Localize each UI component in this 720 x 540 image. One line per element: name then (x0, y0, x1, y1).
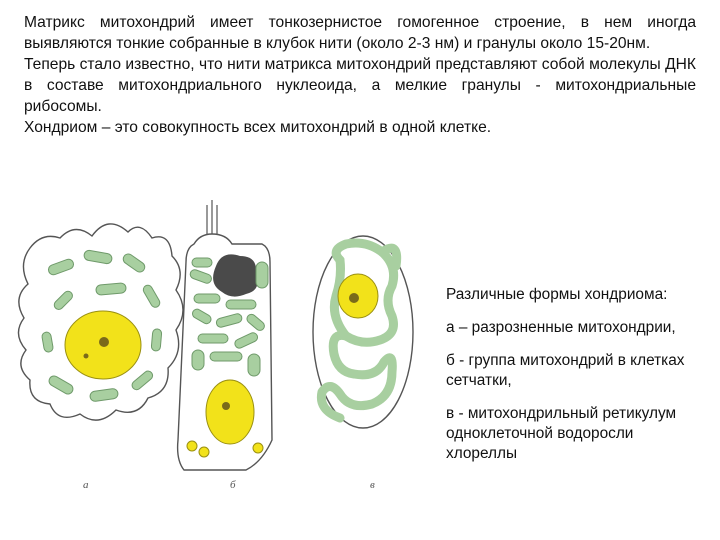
mitochondrion (246, 313, 265, 331)
mitochondrion (131, 370, 154, 391)
intro-paragraph-1: Матрикс митохондрий имеет тонкозернистое… (24, 14, 696, 52)
intro-text: Матрикс митохондрий имеет тонкозернистое… (24, 12, 696, 138)
mitochondrion (191, 308, 212, 325)
mitochondrion (247, 353, 261, 377)
mitochondrion (48, 375, 74, 395)
mitochondrion (41, 331, 54, 353)
mitochondrion (215, 313, 243, 328)
mitochondrion (142, 284, 161, 308)
mitochondrion (189, 269, 212, 284)
caption-title: Различные формы хондриома: (446, 286, 668, 303)
mitochondrion (209, 351, 243, 362)
cell-c-nucleolus (349, 293, 359, 303)
mitochondrion (53, 290, 73, 310)
figure-label-a: а (83, 479, 89, 491)
figure-label-c: в (370, 479, 375, 491)
cell-c (312, 235, 414, 429)
cell-c-reticulum (316, 238, 399, 423)
cell-a-nucleolus-small (83, 353, 89, 359)
figure-label-b: б (230, 479, 236, 491)
cell-c-reticulum-branch (329, 243, 402, 341)
mitochondrion (225, 299, 257, 310)
cell-a-mitochondria (41, 249, 163, 402)
mitochondrion (255, 261, 269, 289)
intro-paragraph-2: Теперь стало известно, что нити матрикса… (24, 56, 696, 115)
mitochondrion (193, 293, 221, 304)
figure-caption: Различные формы хондриома: а – разрознен… (446, 285, 708, 477)
caption-item-b: б - группа митохондрий в клетках сетчатк… (446, 352, 685, 389)
intro-paragraph-3: Хондриом – это совокупность всех митохон… (24, 119, 492, 136)
cell-b-mitochondria (189, 257, 269, 377)
mitochondrion (47, 258, 75, 276)
mitochondrion (234, 332, 259, 349)
mitochondrion (95, 282, 127, 296)
mitochondrion (83, 249, 113, 265)
caption-item-c: в - митохондрильный ретикулум одноклеточ… (446, 405, 677, 462)
cell-b-nucleus (205, 379, 255, 445)
mitochondrion (197, 333, 229, 344)
cell-b-pigment (213, 254, 258, 297)
cell-a-nucleolus (99, 337, 109, 347)
mitochondrion (191, 349, 205, 371)
cell-b-nucleolus (222, 402, 230, 410)
mitochondrion (150, 328, 163, 352)
cell-b-granules (186, 440, 264, 458)
cell-b (176, 200, 273, 471)
cell-a (17, 223, 184, 421)
mitochondrion (122, 253, 146, 273)
chondriome-illustration: а б в (17, 200, 414, 491)
mitochondrion (191, 257, 213, 268)
mitochondrion (89, 388, 119, 402)
caption-item-a: а – разрозненные митохондрии, (446, 319, 676, 336)
